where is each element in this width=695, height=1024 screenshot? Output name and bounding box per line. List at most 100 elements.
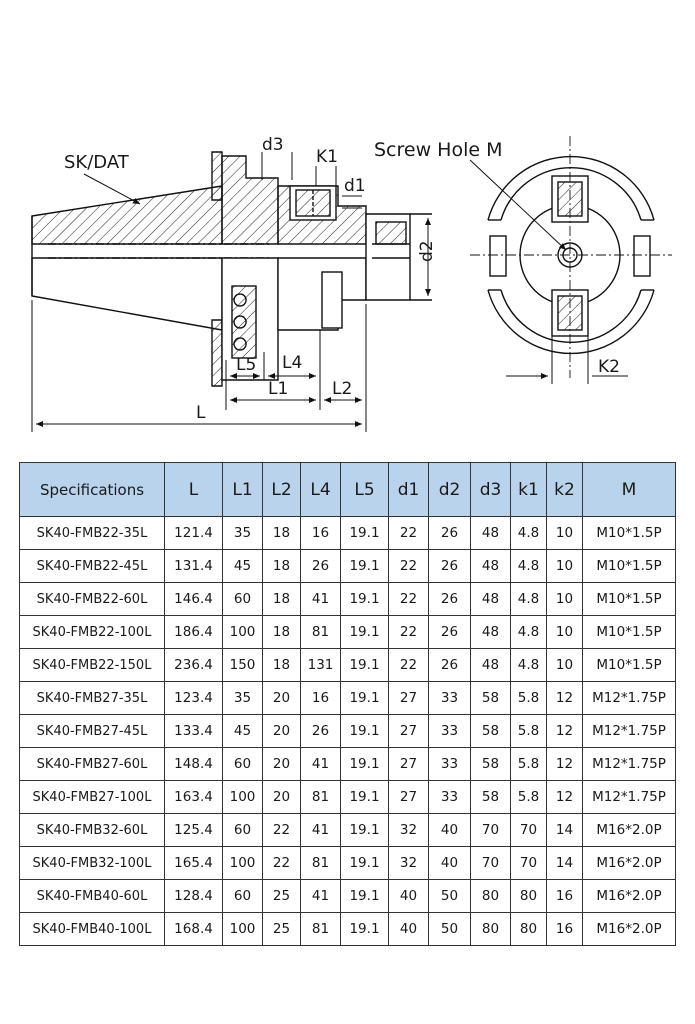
spec-value-cell: M12*1.75P <box>582 681 676 715</box>
label-d2: d2 <box>417 240 437 262</box>
spec-value-cell: 19.1 <box>340 879 389 913</box>
spec-value-cell: 48 <box>470 549 511 583</box>
spec-value-cell: 41 <box>300 879 341 913</box>
spec-value-cell: 40 <box>388 912 429 946</box>
spec-value-cell: M10*1.5P <box>582 516 676 550</box>
spec-name-cell: SK40-FMB27-100L <box>19 780 165 814</box>
spec-value-cell: M16*2.0P <box>582 813 676 847</box>
spec-value-cell: 26 <box>300 714 341 748</box>
spec-value-cell: 80 <box>510 912 547 946</box>
spec-value-cell: M12*1.75P <box>582 747 676 781</box>
spec-value-cell: 45 <box>222 549 263 583</box>
spec-value-cell: 33 <box>428 714 471 748</box>
header-l5: L5 <box>340 462 389 517</box>
spec-value-cell: 70 <box>470 813 511 847</box>
spec-value-cell: 100 <box>222 912 263 946</box>
spec-value-cell: 22 <box>388 615 429 649</box>
spec-name-cell: SK40-FMB32-60L <box>19 813 165 847</box>
spec-value-cell: 70 <box>510 813 547 847</box>
side-dimensions <box>31 152 431 432</box>
spec-value-cell: 10 <box>546 516 583 550</box>
spec-value-cell: 12 <box>546 747 583 781</box>
header-l2: L2 <box>262 462 301 517</box>
spec-name-cell: SK40-FMB40-60L <box>19 879 165 913</box>
spec-value-cell: 186.4 <box>164 615 223 649</box>
header-k1: k1 <box>510 462 547 517</box>
spec-value-cell: 4.8 <box>510 549 547 583</box>
spec-value-cell: 27 <box>388 747 429 781</box>
spec-value-cell: 100 <box>222 780 263 814</box>
spec-value-cell: 19.1 <box>340 615 389 649</box>
spec-value-cell: 27 <box>388 681 429 715</box>
spec-value-cell: M10*1.5P <box>582 615 676 649</box>
spec-value-cell: 12 <box>546 714 583 748</box>
header-k2: k2 <box>546 462 583 517</box>
spec-value-cell: 22 <box>262 813 301 847</box>
label-l4: L4 <box>282 353 302 373</box>
spec-value-cell: 19.1 <box>340 516 389 550</box>
label-sk-dat: SK/DAT <box>64 152 130 173</box>
spec-value-cell: 58 <box>470 747 511 781</box>
spec-value-cell: 4.8 <box>510 615 547 649</box>
label-d3: d3 <box>262 135 284 155</box>
label-l5: L5 <box>236 355 256 375</box>
spec-value-cell: 33 <box>428 780 471 814</box>
taper-upper-section <box>31 185 223 245</box>
front-centerlines <box>470 136 672 378</box>
spec-value-cell: 35 <box>222 516 263 550</box>
flange-upper <box>221 155 279 245</box>
spec-value-cell: 19.1 <box>340 780 389 814</box>
spec-value-cell: 26 <box>428 516 471 550</box>
spec-value-cell: 16 <box>546 912 583 946</box>
spec-value-cell: 133.4 <box>164 714 223 748</box>
spec-value-cell: 12 <box>546 780 583 814</box>
label-d1: d1 <box>344 176 366 196</box>
header-d1: d1 <box>388 462 429 517</box>
spec-value-cell: 10 <box>546 549 583 583</box>
spec-value-cell: 131 <box>300 648 341 682</box>
spec-value-cell: 20 <box>262 714 301 748</box>
spec-value-cell: 146.4 <box>164 582 223 616</box>
spec-value-cell: 41 <box>300 747 341 781</box>
spec-value-cell: 81 <box>300 615 341 649</box>
spec-value-cell: 14 <box>546 813 583 847</box>
spec-value-cell: 16 <box>300 516 341 550</box>
spec-value-cell: 100 <box>222 615 263 649</box>
label-l2: L2 <box>332 379 352 399</box>
spec-name-cell: SK40-FMB22-150L <box>19 648 165 682</box>
spec-value-cell: 20 <box>262 780 301 814</box>
spec-value-cell: 19.1 <box>340 549 389 583</box>
spec-value-cell: 18 <box>262 648 301 682</box>
spec-value-cell: 100 <box>222 846 263 880</box>
spec-value-cell: 5.8 <box>510 681 547 715</box>
header-m: M <box>582 462 676 517</box>
spec-value-cell: 4.8 <box>510 648 547 682</box>
label-k2: K2 <box>598 357 620 377</box>
spec-value-cell: 33 <box>428 747 471 781</box>
spec-value-cell: 81 <box>300 912 341 946</box>
spec-value-cell: 5.8 <box>510 780 547 814</box>
label-screw-hole: Screw Hole M <box>374 139 502 161</box>
spec-value-cell: 168.4 <box>164 912 223 946</box>
front-dimensions <box>469 159 628 384</box>
spec-value-cell: 20 <box>262 681 301 715</box>
spec-value-cell: M10*1.5P <box>582 648 676 682</box>
spec-value-cell: 58 <box>470 681 511 715</box>
spec-value-cell: 18 <box>262 615 301 649</box>
spec-value-cell: 33 <box>428 681 471 715</box>
spec-value-cell: 26 <box>428 648 471 682</box>
spec-value-cell: 22 <box>388 648 429 682</box>
spec-value-cell: 236.4 <box>164 648 223 682</box>
spec-value-cell: 48 <box>470 615 511 649</box>
spec-value-cell: M16*2.0P <box>582 912 676 946</box>
spec-value-cell: 16 <box>300 681 341 715</box>
header-d3: d3 <box>470 462 511 517</box>
spec-value-cell: 121.4 <box>164 516 223 550</box>
spec-value-cell: M12*1.75P <box>582 714 676 748</box>
